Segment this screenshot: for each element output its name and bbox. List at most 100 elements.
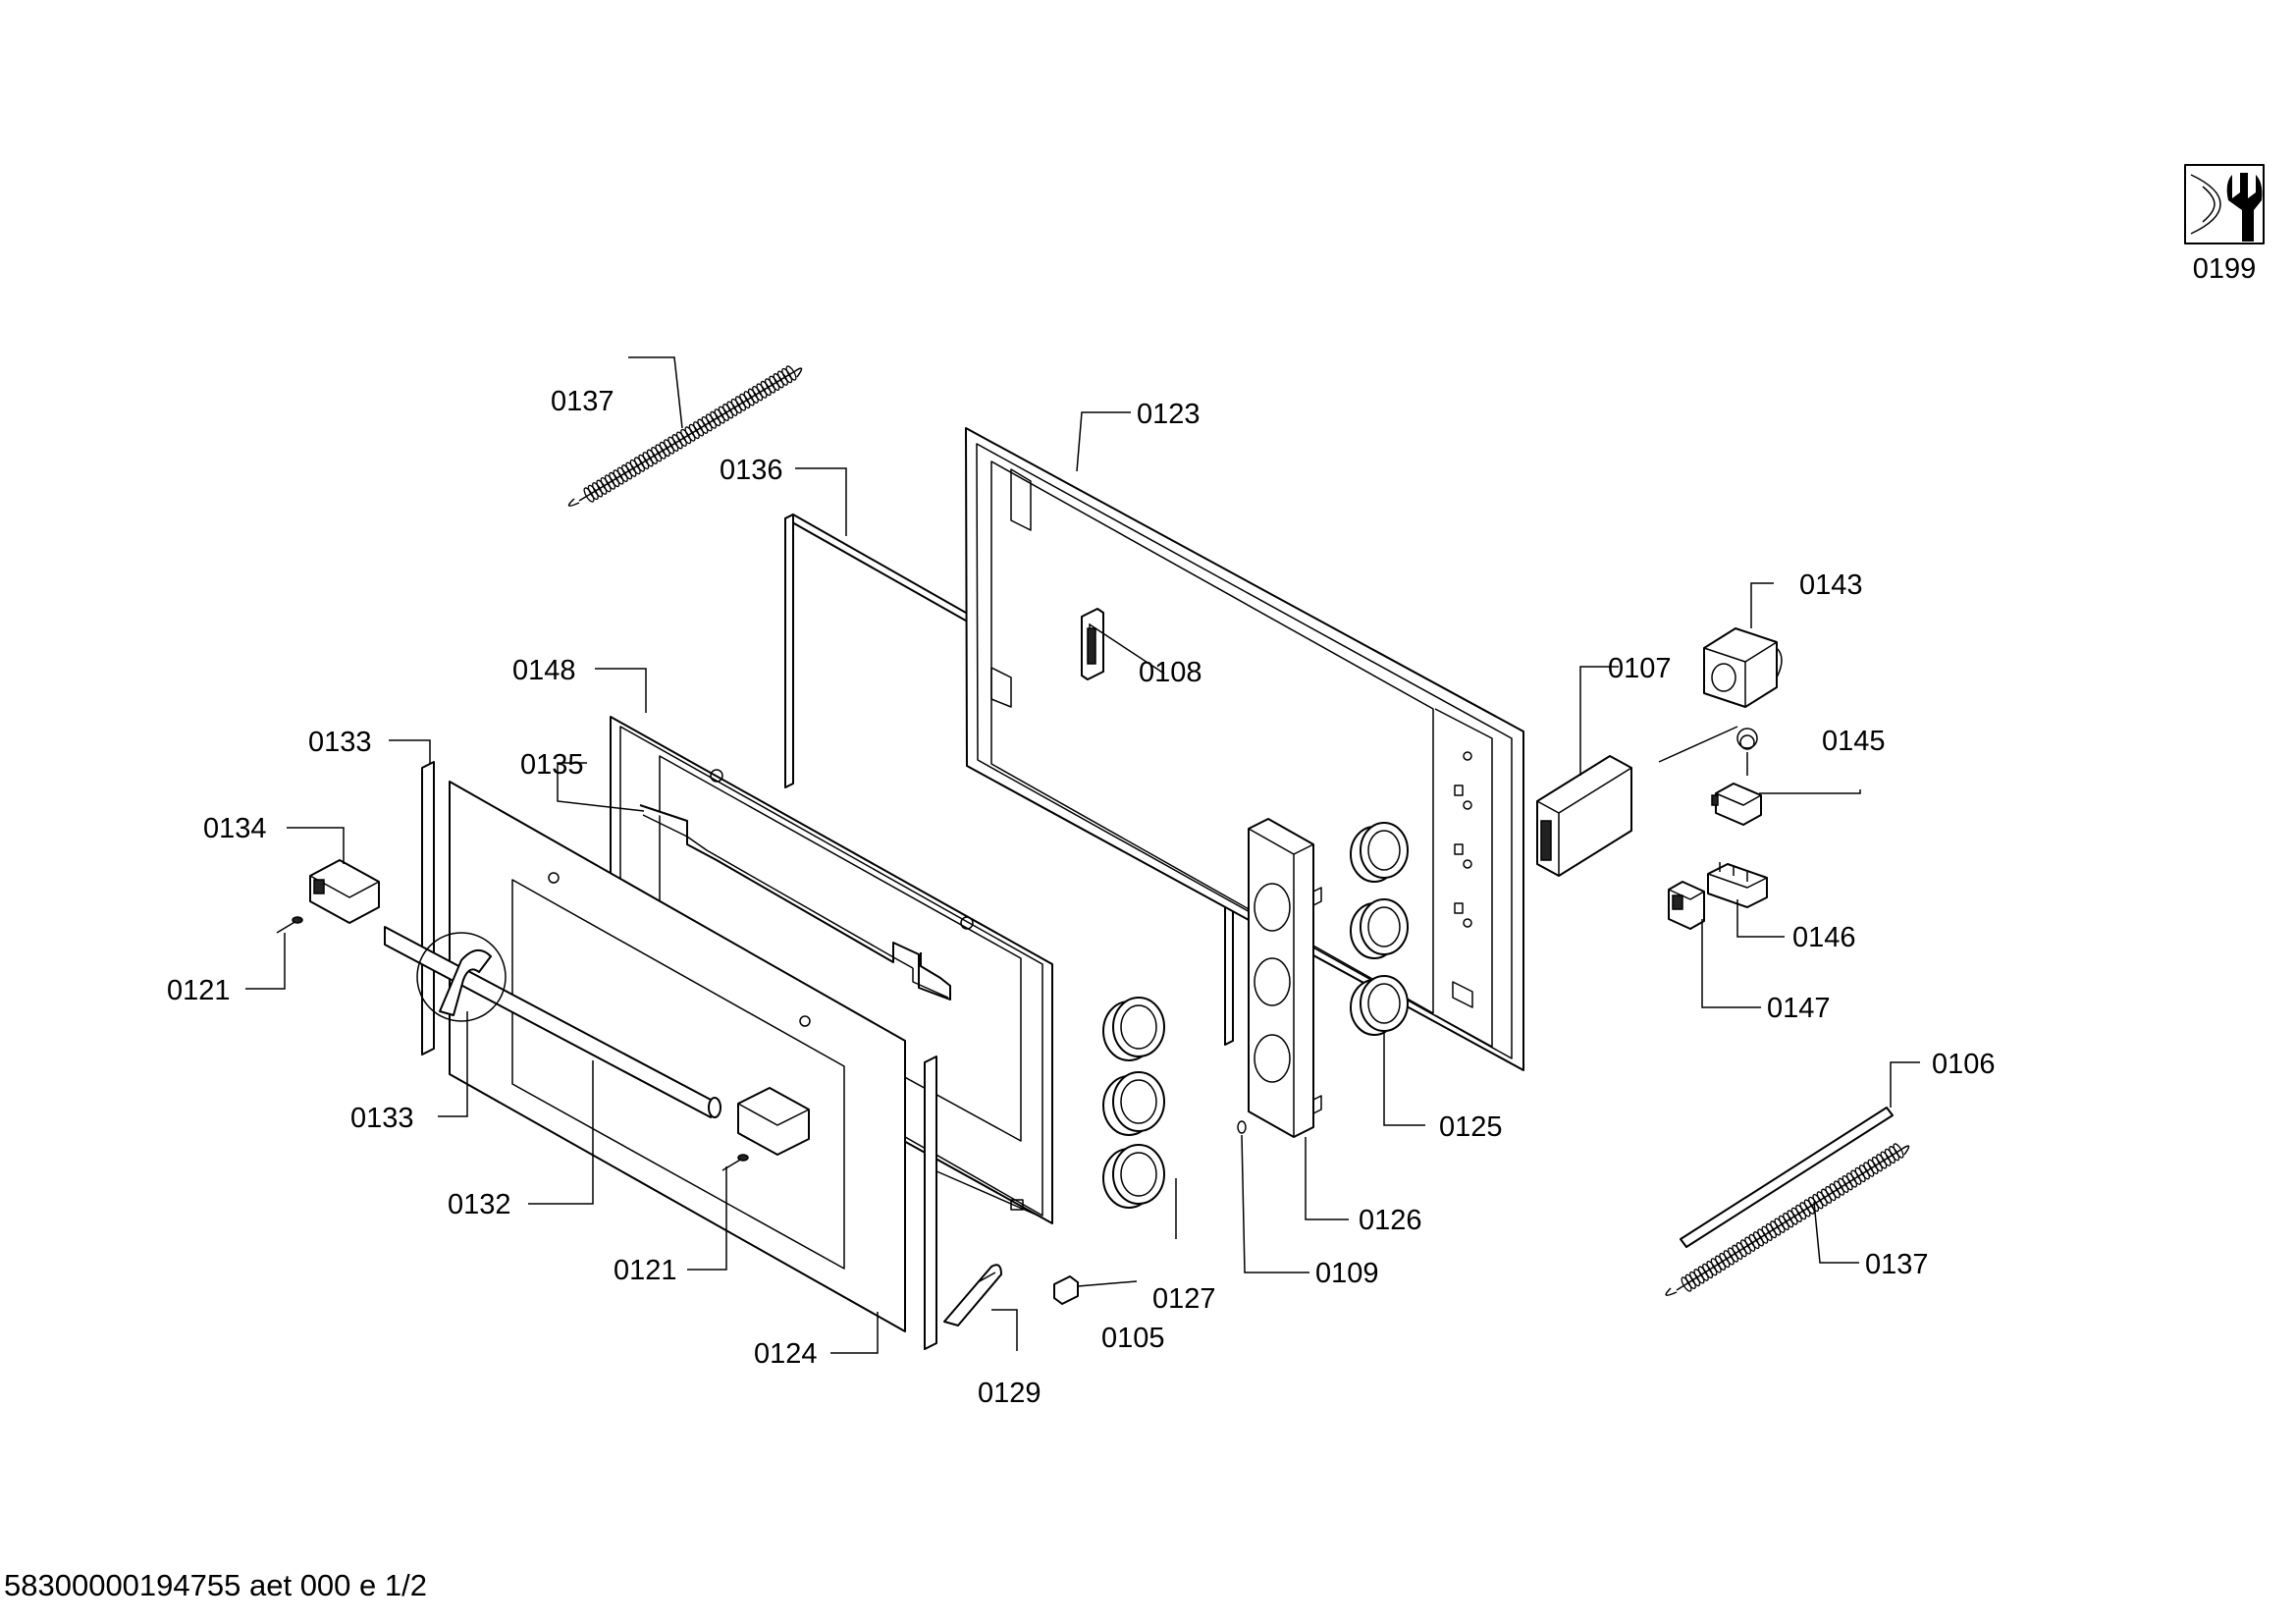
spring-coil xyxy=(785,365,797,381)
spring-coil xyxy=(583,487,595,503)
spring-coil xyxy=(1863,1162,1875,1177)
spring-coil xyxy=(1761,1225,1773,1241)
spring-coil xyxy=(776,370,788,386)
label-0137-top: 0137 xyxy=(551,386,614,417)
spring-coil xyxy=(616,466,628,483)
spring-coil xyxy=(1838,1177,1849,1194)
label-0105: 0105 xyxy=(1101,1323,1165,1354)
spring-coil xyxy=(726,401,738,416)
spring-coil xyxy=(1803,1199,1815,1215)
label-0121-left: 0121 xyxy=(167,975,231,1006)
spring-top xyxy=(567,365,803,507)
spring-coil xyxy=(722,404,734,419)
spring-coil xyxy=(671,434,683,450)
switch-housing xyxy=(1536,755,1632,877)
control-knob-2 xyxy=(1102,1071,1165,1136)
spring-coil xyxy=(1795,1204,1807,1220)
label-0132: 0132 xyxy=(448,1189,511,1220)
spring-coil xyxy=(1684,1273,1696,1289)
label-0126: 0126 xyxy=(1359,1205,1422,1236)
control-panel-plate xyxy=(1248,818,1322,1138)
spring-coil xyxy=(1787,1210,1798,1225)
knob-sleeve-1 xyxy=(1350,822,1409,883)
spring-coil xyxy=(1893,1143,1904,1159)
spring-coil xyxy=(1858,1164,1870,1180)
label-0137-bottom: 0137 xyxy=(1865,1249,1929,1280)
switch-contact xyxy=(1668,881,1705,930)
spring-coil xyxy=(710,410,721,427)
spring-coil xyxy=(747,388,759,404)
label-0108: 0108 xyxy=(1139,657,1202,688)
spring-coil xyxy=(730,398,742,414)
spring-coil xyxy=(756,383,768,399)
spring-coil xyxy=(781,367,793,384)
label-0145: 0145 xyxy=(1822,726,1886,757)
spring-coil xyxy=(1834,1180,1845,1196)
spring-coil xyxy=(664,439,675,455)
screw-left xyxy=(276,916,303,934)
label-0125: 0125 xyxy=(1439,1111,1503,1143)
label-0148: 0148 xyxy=(512,655,576,686)
spring-coil xyxy=(1876,1154,1888,1169)
spring-coil xyxy=(680,428,692,445)
label-0107: 0107 xyxy=(1608,653,1672,684)
selector-switch xyxy=(1707,862,1768,908)
label-0146: 0146 xyxy=(1792,922,1856,953)
label-0143: 0143 xyxy=(1799,569,1863,601)
spring-coil xyxy=(604,474,615,490)
spring-coil xyxy=(1889,1146,1900,1162)
label-0127: 0127 xyxy=(1152,1283,1216,1315)
spring-coil xyxy=(1850,1169,1862,1185)
spring-coil xyxy=(609,471,620,488)
spring-coil xyxy=(693,421,705,437)
spring-coil xyxy=(773,373,784,389)
side-trim-right xyxy=(924,1056,937,1350)
spring-coil xyxy=(1774,1218,1786,1233)
small-ring xyxy=(1237,1120,1247,1134)
spring-coil xyxy=(1710,1258,1722,1273)
spring-coil xyxy=(1689,1271,1701,1287)
spring-coil xyxy=(1790,1207,1802,1222)
spring-coil xyxy=(1880,1151,1892,1166)
label-0199: 0199 xyxy=(2193,253,2257,285)
spring-coil xyxy=(1821,1188,1833,1204)
spring-coil xyxy=(1770,1220,1782,1236)
spring-coil xyxy=(1748,1233,1760,1250)
spring-coil xyxy=(1845,1172,1857,1188)
spring-coil xyxy=(1706,1261,1718,1276)
label-0129: 0129 xyxy=(978,1378,1041,1409)
spring-coil xyxy=(743,391,755,406)
spring-coil xyxy=(587,484,599,501)
spring-coil xyxy=(596,479,608,495)
spring-coil xyxy=(1702,1263,1714,1279)
spring-coil xyxy=(646,449,658,464)
spring-coil xyxy=(1854,1166,1866,1183)
spring-coil xyxy=(734,396,747,411)
spring-coil xyxy=(613,469,624,485)
label-0123: 0123 xyxy=(1137,399,1201,430)
door-hinge xyxy=(943,1264,1002,1326)
spring-coil xyxy=(1744,1236,1756,1252)
spring-coil xyxy=(1719,1252,1731,1269)
spring-coil xyxy=(701,415,713,432)
label-0134: 0134 xyxy=(203,813,267,844)
spring-coil xyxy=(1867,1159,1879,1174)
spring-coil xyxy=(765,378,776,394)
spring-coil xyxy=(752,385,764,402)
label-0133-bottom: 0133 xyxy=(350,1103,414,1134)
spring-coil xyxy=(1783,1213,1794,1228)
spring-coil xyxy=(1842,1174,1853,1191)
spring-coil xyxy=(659,441,670,458)
timer-module xyxy=(1703,627,1783,708)
thermostat xyxy=(1658,726,1762,826)
spring-coil xyxy=(1829,1183,1841,1199)
spring-coil xyxy=(1735,1241,1747,1258)
spring-coil xyxy=(1739,1239,1751,1255)
spring-coil xyxy=(1752,1231,1764,1247)
label-0147: 0147 xyxy=(1767,993,1831,1024)
spring-coil xyxy=(1799,1202,1811,1218)
spring-coil xyxy=(769,375,780,392)
spring-coil xyxy=(1808,1196,1820,1213)
spring-coil xyxy=(621,464,633,480)
spring-coil xyxy=(684,426,696,442)
